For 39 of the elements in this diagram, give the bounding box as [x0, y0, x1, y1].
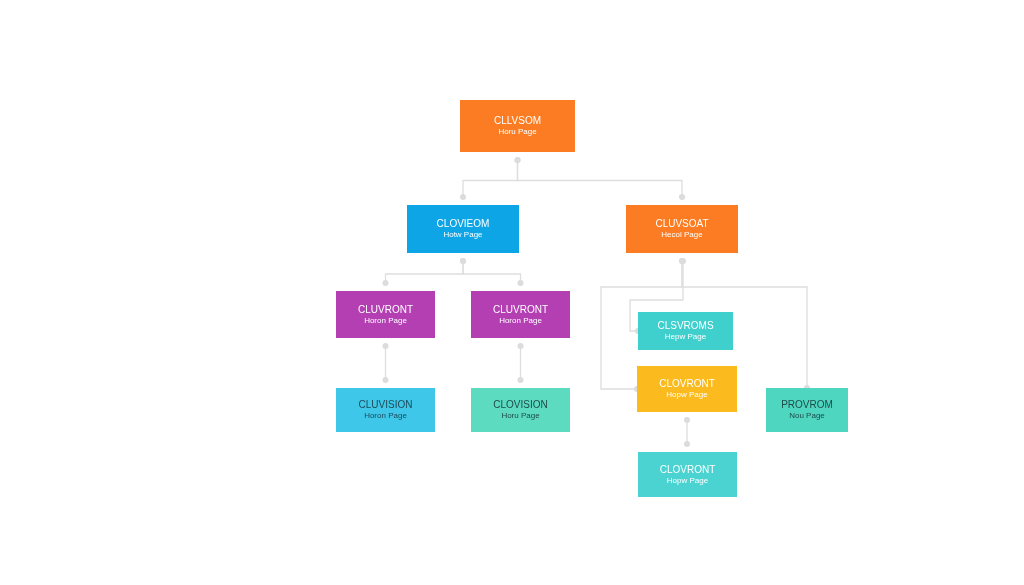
page-box: [336, 291, 435, 338]
page-box: [637, 366, 737, 412]
page-box: [471, 291, 570, 338]
page-box: [336, 388, 435, 432]
node-title: CLOVIEOM: [436, 218, 490, 230]
page-box: [626, 205, 738, 253]
node-subtitle: Hotw Page: [443, 230, 483, 240]
connector-line: [514, 156, 686, 201]
node-subtitle: Horon Page: [364, 315, 407, 326]
node-title: CLUVSOAT: [655, 218, 709, 230]
node-title: CLOVRONT: [659, 463, 716, 476]
connector-line: [382, 342, 389, 384]
node-title: CLUVRONT: [493, 303, 548, 316]
node-subtitle: Horu Page: [501, 411, 540, 421]
node-title: PROVROM: [781, 399, 833, 411]
connector-line: [517, 342, 524, 384]
node-title: CLUVISION: [358, 399, 413, 411]
node-title: CLOVRONT: [659, 378, 715, 390]
page-box: [638, 452, 737, 497]
node-subtitle: Horu Page: [498, 127, 537, 137]
node-subtitle: Hopw Page: [666, 390, 708, 400]
page-box: [766, 388, 848, 432]
page-box: [407, 205, 519, 253]
node-title: CLSVROMS: [657, 320, 714, 332]
node-subtitle: Nou Page: [789, 411, 825, 421]
page-box: [638, 312, 733, 350]
node-subtitle: Horon Page: [499, 315, 542, 326]
node-title: CLUVRONT: [358, 303, 413, 316]
node-subtitle: Hopw Page: [666, 475, 709, 486]
node-subtitle: Hepw Page: [664, 332, 707, 342]
node-subtitle: Horon Page: [364, 411, 407, 421]
page-box: [460, 100, 575, 152]
connector-line: [629, 257, 687, 335]
connector-line: [683, 416, 691, 448]
node-subtitle: Hecol Page: [661, 230, 703, 240]
node-title: CLOVISION: [493, 399, 548, 411]
connector-line: [459, 257, 524, 287]
page-box: [471, 388, 570, 432]
node-title: CLLVSOM: [493, 115, 542, 127]
